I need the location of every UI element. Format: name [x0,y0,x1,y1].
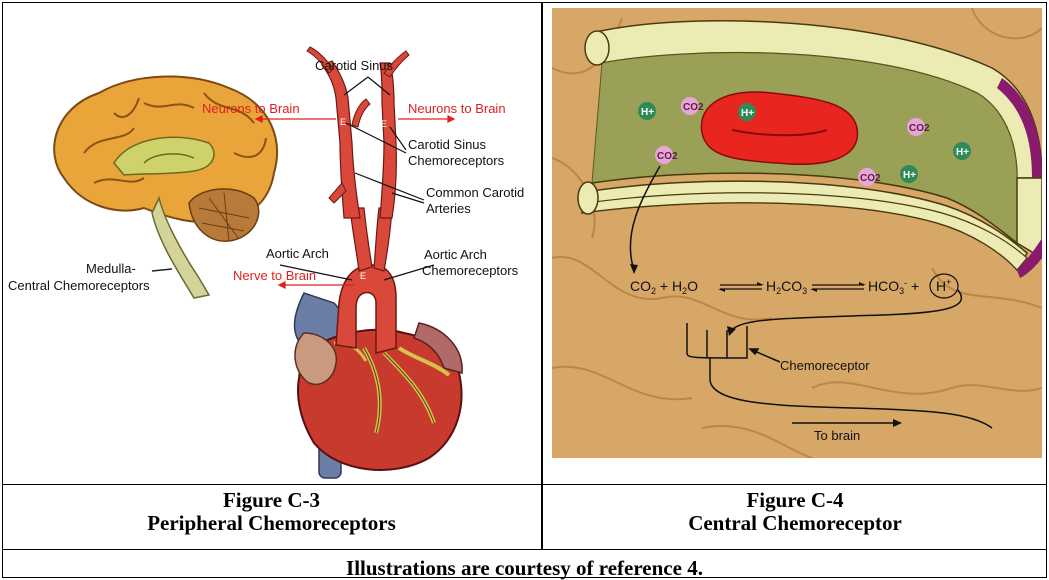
label-common-carotid-line2: Arteries [426,201,471,216]
table-divider-horizontal-1 [2,484,1047,485]
h-plus-to-receptor-arrow [732,290,961,330]
eq-hco3: HCO [868,278,899,294]
svg-text:H2CO3: H2CO3 [766,278,807,296]
label-aortic-arch: Aortic Arch [266,246,329,261]
peripheral-chemoreceptors-illustration: E E E [4,3,540,483]
central-chemoreceptor-illustration: H+ H+ H+ H+ CO2 CO2 CO2 CO2 CO2 + H2O [552,8,1042,458]
co2-text: CO2 [909,123,930,134]
svg-text:CO2 + H2O: CO2 + H2O [630,278,698,297]
caption-figure-c3-title: Peripheral Chemoreceptors [3,512,540,535]
label-to-brain: To brain [814,428,860,443]
h-plus-text: H+ [956,147,969,158]
table-divider-vertical [541,2,543,550]
co2-text: CO2 [860,173,881,184]
label-aortic-arch-chemoreceptors-line1: Aortic Arch [424,247,487,262]
caption-figure-c3: Figure C-3 Peripheral Chemoreceptors [3,489,540,535]
co2-text: CO2 [657,151,678,162]
co2-text: CO2 [683,102,704,113]
svg-text:H+: H+ [936,277,951,294]
eq-h-plus: H [936,278,946,294]
caption-figure-c3-number: Figure C-3 [3,489,540,512]
h-plus-text: H+ [903,170,916,181]
label-medulla-line1: Medulla- [86,261,136,276]
caption-figure-c4: Figure C-4 Central Chemoreceptor [544,489,1046,535]
blood-vessel [578,21,1042,278]
eq-co2: CO [630,278,651,294]
svg-text:HCO3- +: HCO3- + [868,273,919,296]
eq-h2o: H [672,278,682,294]
label-neurons-to-brain-right: Neurons to Brain [408,101,506,116]
peripheral-chemoreceptors-svg: E E E [4,3,540,483]
label-nerve-to-brain: Nerve to Brain [233,268,316,283]
h-plus-text: H+ [641,107,654,118]
label-common-carotid-line1: Common Carotid [426,185,524,200]
caption-footer-credit: Illustrations are courtesy of reference … [3,557,1046,580]
table-border-right [1046,2,1047,578]
central-chemoreceptor-svg: H+ H+ H+ H+ CO2 CO2 CO2 CO2 CO2 + H2O [552,8,1042,458]
label-medulla-line2: Central Chemoreceptors [8,278,150,293]
caption-figure-c4-number: Figure C-4 [544,489,1046,512]
chemoreceptor-structure [687,323,992,428]
label-chemoreceptor: Chemoreceptor [780,358,870,373]
table-divider-horizontal-2 [2,549,1047,550]
label-neurons-to-brain-left: Neurons to Brain [202,101,300,116]
h-plus-text: H+ [741,108,754,119]
chemical-equation: CO2 + H2O H2CO3 HCO3- + [630,273,958,298]
label-carotid-sinus: Carotid Sinus [315,58,394,73]
caption-figure-c4-title: Central Chemoreceptor [544,512,1046,535]
svg-text:E: E [360,271,366,281]
label-aortic-arch-chemoreceptors-line2: Chemoreceptors [422,263,519,278]
eq-h2co3: H [766,278,776,294]
label-carotid-sinus-chemoreceptors-line1: Carotid Sinus [408,137,487,152]
label-carotid-sinus-chemoreceptors-line2: Chemoreceptors [408,153,505,168]
co2-diffusion-arrow [630,166,660,270]
svg-text:E: E [340,117,346,127]
svg-text:E: E [381,119,387,129]
